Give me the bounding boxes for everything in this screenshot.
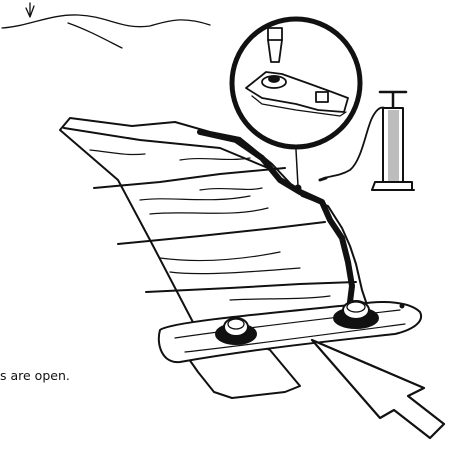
pointer-arrow bbox=[312, 340, 444, 438]
caption-text: s are open. bbox=[0, 368, 70, 383]
hill-outline bbox=[2, 3, 210, 48]
inflatable-mattress bbox=[60, 118, 421, 398]
